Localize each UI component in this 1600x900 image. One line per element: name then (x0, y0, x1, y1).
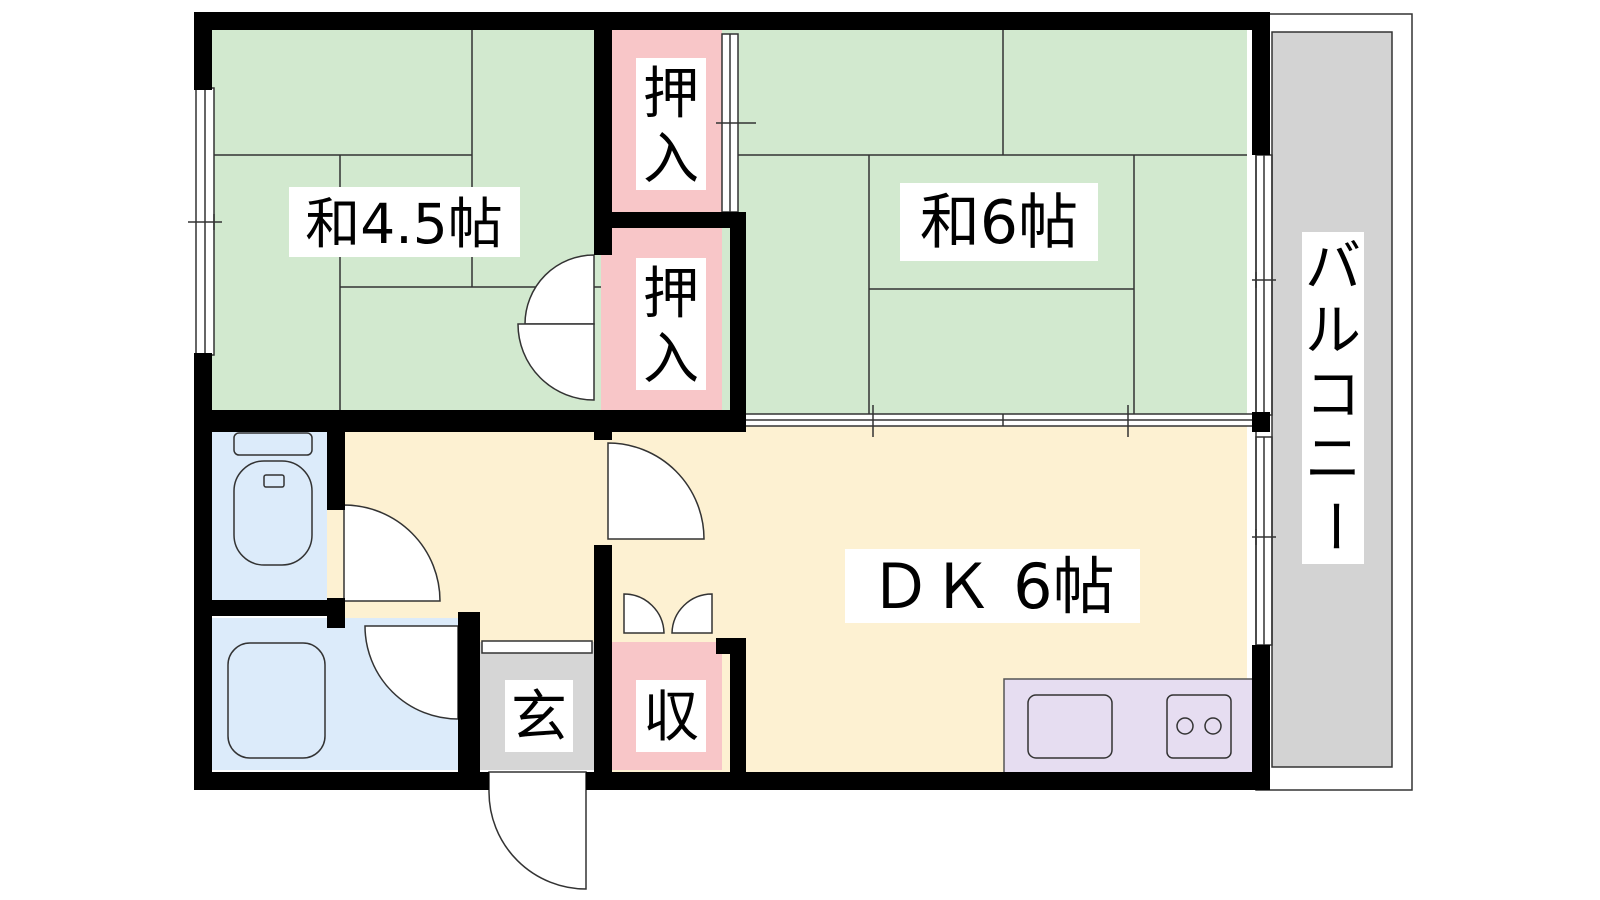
sink-icon (1027, 694, 1113, 759)
label-bg-balcony (1302, 232, 1364, 564)
oshiire-top-char-1: 押 (643, 62, 699, 127)
shuno-label: 収 (643, 685, 699, 750)
room-labels: 和4.5帖 和6帖 ＤＫ 6帖 押 入 押 入 玄 収 バ ル コ ニ ー (289, 58, 1366, 752)
wall-left-top (194, 12, 212, 90)
label-bg-dk (845, 549, 1140, 623)
wall-bath-right (458, 612, 480, 790)
balcony-char-3: コ (1305, 363, 1361, 428)
wall-shuno-right (730, 638, 746, 790)
closet-door-upper (524, 254, 595, 325)
oshiire-bottom-char-1: 押 (643, 262, 699, 327)
balcony-char-5: ー (1301, 498, 1366, 554)
balcony-char-2: ル (1305, 299, 1361, 364)
wall-right-bottom (1252, 645, 1270, 790)
wall-right-mid (1252, 412, 1270, 432)
stove-icon (1166, 694, 1232, 759)
wall-closet-right (730, 212, 746, 427)
wall-dk-left (594, 410, 612, 440)
washitsu-large-label: 和6帖 (920, 188, 1078, 258)
oshiire-top-char-2: 入 (643, 127, 699, 192)
dk-label: ＤＫ 6帖 (869, 550, 1114, 623)
toilet-door (343, 504, 441, 602)
closet-door-lower (517, 323, 595, 401)
toilet-icon (233, 432, 313, 566)
bath-door (364, 625, 459, 720)
wall-closet-left (594, 12, 612, 255)
wall-left-bottom (194, 353, 212, 790)
toilet-floor (206, 421, 327, 612)
shuno-door-left (623, 593, 665, 634)
balcony-char-1: バ (1305, 235, 1361, 300)
label-bg-genkan (505, 680, 573, 752)
wall-toilet-bath (194, 600, 345, 616)
hall-opening (481, 640, 593, 654)
wall-mid-horizontal (194, 410, 746, 432)
hallway-floor-lower (467, 621, 601, 642)
wall-bottom-right (586, 772, 1270, 790)
oshiire-bottom-char-2: 入 (643, 327, 699, 392)
balcony-char-4: ニ (1305, 427, 1361, 492)
balcony-outline (1255, 13, 1413, 791)
kitchen-counter (1003, 678, 1257, 775)
bathtub-icon (227, 642, 326, 759)
wall-bottom-left (194, 772, 489, 790)
wall-toilet-right-top (327, 410, 345, 510)
walls (194, 12, 1270, 790)
wall-right-top (1252, 12, 1270, 155)
label-bg-oshiire-top (636, 58, 706, 190)
shuno-door-right (671, 593, 713, 634)
wall-top (194, 12, 1270, 30)
door-swings (343, 254, 713, 890)
washitsu-small-label: 和4.5帖 (305, 192, 502, 256)
dk-door (607, 442, 705, 540)
label-bg-shuno (636, 680, 706, 752)
wall-closet-divider (594, 212, 746, 228)
label-bg-oshiire-bottom (636, 258, 706, 390)
genkan-label: 玄 (511, 685, 567, 750)
entrance-door (488, 771, 587, 890)
label-bg-washitsu-large (900, 183, 1098, 261)
wall-dk-left-lower (594, 545, 612, 790)
label-bg-washitsu-small (289, 187, 520, 257)
